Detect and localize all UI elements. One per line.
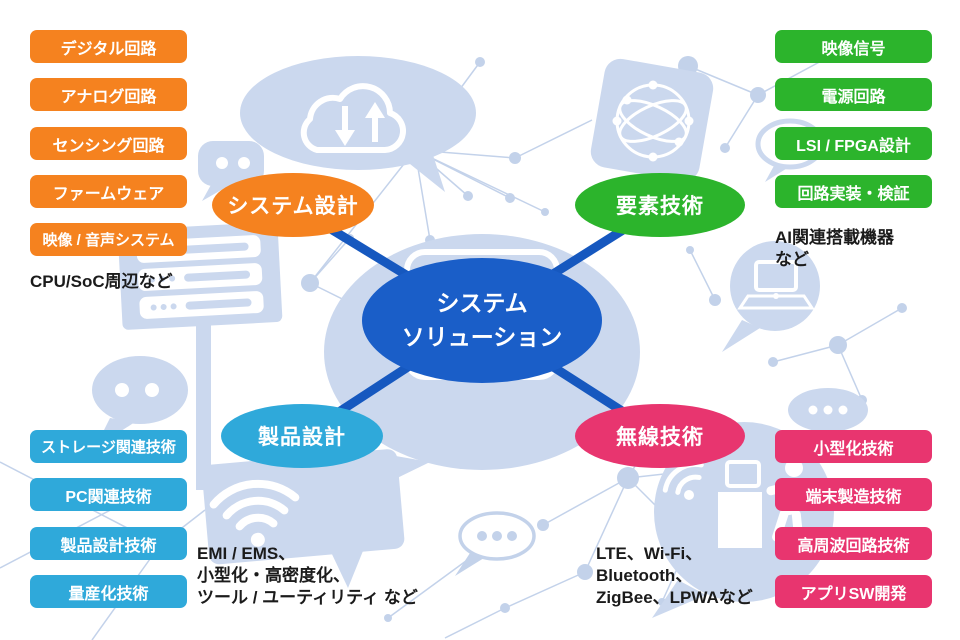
branch-node-wireless-technology: 無線技術 — [575, 404, 745, 468]
branch-item-chip: アナログ回路 — [30, 78, 187, 111]
branch-label: 製品設計 — [258, 426, 346, 449]
branch-item-chip: アプリSW開発 — [775, 575, 932, 608]
laptop-icon — [722, 241, 820, 352]
branch-item-chip: 回路実装・検証 — [775, 175, 932, 208]
branch-note: AI関連搭載機器 など — [775, 227, 894, 271]
branch-note-line: EMI / EMS、 — [197, 544, 296, 563]
branch-item-chip: 電源回路 — [775, 78, 932, 111]
branch-item-chip: 小型化技術 — [775, 430, 932, 463]
network-globe-icon — [590, 58, 714, 182]
wifi-icon — [202, 449, 405, 588]
branch-node-element-technology: 要素技術 — [575, 173, 745, 237]
branch-note: CPU/SoC周辺など — [30, 271, 173, 293]
branch-note-line: AI関連搭載機器 — [775, 228, 894, 247]
branch-note-line: ZigBee、LPWAなど — [596, 587, 753, 607]
branch-note-line: LTE、Wi-Fi、 — [596, 544, 703, 563]
branch-item-chip: ストレージ関連技術 — [30, 430, 187, 463]
central-node-label-line1: システム — [436, 290, 528, 317]
branch-note: LTE、Wi-Fi、 Bluetooth、 ZigBee、LPWAなど — [596, 543, 753, 608]
branch-label: 要素技術 — [616, 195, 704, 218]
branch-item-chip: 端末製造技術 — [775, 478, 932, 511]
central-node: システム ソリューション — [362, 258, 602, 383]
branch-note-line: など — [775, 249, 809, 269]
branch-item-chip: 高周波回路技術 — [775, 527, 932, 560]
central-node-label-line2: ソリューション — [401, 323, 563, 350]
branch-note-line: CPU/SoC周辺など — [30, 272, 173, 291]
branch-label: 無線技術 — [616, 426, 704, 449]
branch-label: システム設計 — [227, 195, 359, 218]
branch-note-line: Bluetooth、 — [596, 565, 693, 585]
branch-item-chip: センシング回路 — [30, 127, 187, 160]
branch-item-chip: 量産化技術 — [30, 575, 187, 608]
branch-item-chip: 映像 / 音声システム — [30, 223, 187, 256]
chat-dots-icon — [788, 388, 868, 432]
branch-item-chip: 製品設計技術 — [30, 527, 187, 560]
branch-note: EMI / EMS、 小型化・高密度化、 ツール / ユーティリティ など — [197, 543, 418, 608]
branch-item-chip: デジタル回路 — [30, 30, 187, 63]
chat-dots-outline-icon — [455, 511, 536, 576]
branch-note-line: 小型化・高密度化、 — [197, 565, 350, 585]
branch-note-line: ツール / ユーティリティ など — [197, 587, 418, 607]
cloud-sync-icon — [240, 56, 476, 192]
branch-node-system-design: システム設計 — [212, 173, 374, 237]
branch-item-chip: ファームウェア — [30, 175, 187, 208]
branch-item-chip: PC関連技術 — [30, 478, 187, 511]
branch-item-chip: LSI / FPGA設計 — [775, 127, 932, 160]
branch-node-product-design: 製品設計 — [221, 404, 383, 468]
branch-item-chip: 映像信号 — [775, 30, 932, 63]
